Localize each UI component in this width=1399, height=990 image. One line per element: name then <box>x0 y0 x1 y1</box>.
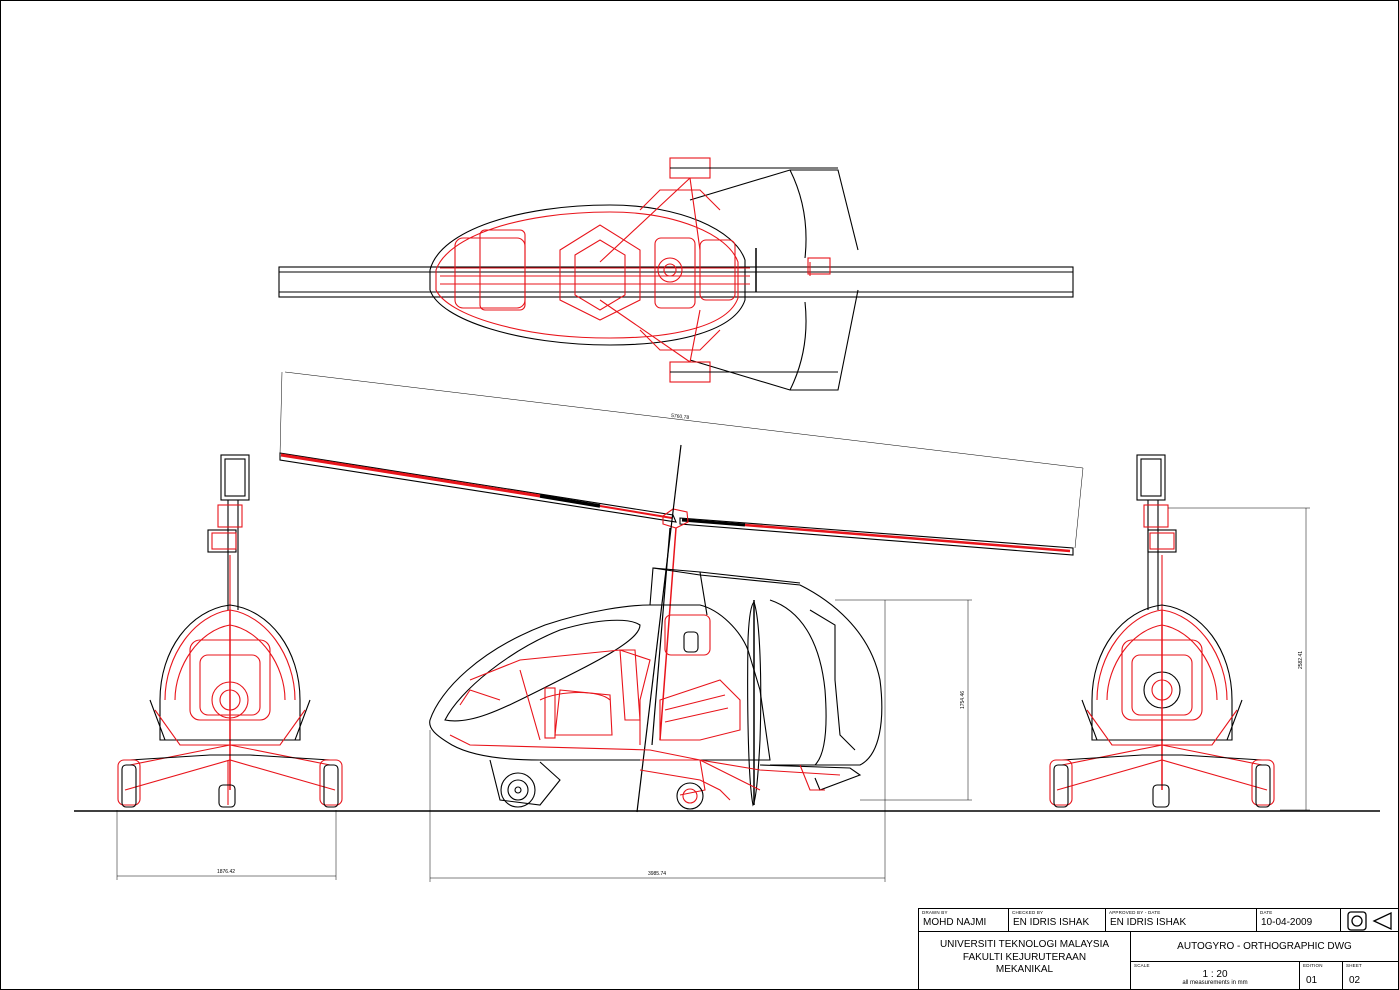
dim-rotor-span: 5760.78 <box>671 413 690 421</box>
rear-view <box>1049 454 1275 808</box>
institution-cell: UNIVERSITI TEKNOLOGI MALAYSIA FAKULTI KE… <box>918 931 1131 990</box>
sheet-label: SHEET <box>1346 963 1363 968</box>
edition-value: 01 <box>1306 975 1318 986</box>
drawing-title: AUTOGYRO - ORTHOGRAPHIC DWG <box>1177 941 1352 952</box>
nose-wheel <box>500 772 536 808</box>
top-rotor-blade <box>278 266 1074 298</box>
main-wheel <box>676 782 704 810</box>
scale-note: all measurements in mm <box>1182 980 1248 986</box>
checked-by-cell: CHECKED BY EN IDRIS ISHAK <box>1008 908 1106 932</box>
top-fuselage <box>429 204 746 346</box>
edition-label: EDITION <box>1303 963 1323 968</box>
approved-by-cell: APPROVED BY - DATE EN IDRIS ISHAK <box>1105 908 1257 932</box>
dimension-lines <box>116 371 1310 882</box>
approved-by-label: APPROVED BY - DATE <box>1109 910 1161 915</box>
checked-by-value: EN IDRIS ISHAK <box>1013 917 1090 928</box>
scale-value: 1 : 20 <box>1202 969 1228 980</box>
dim-overall-height: 2582.41 <box>1298 651 1304 669</box>
title-block: DRAWN BY MOHD NAJMI CHECKED BY EN IDRIS … <box>918 908 1399 990</box>
side-fuselage <box>429 604 771 761</box>
scale-cell: SCALE 1 : 20 all measurements in mm <box>1130 961 1300 990</box>
institution-line-1: UNIVERSITI TEKNOLOGI MALAYSIA <box>939 939 1110 950</box>
top-view <box>278 157 1074 391</box>
dim-front-track: 1876.42 <box>217 869 235 875</box>
front-view <box>117 454 343 808</box>
drawn-by-value: MOHD NAJMI <box>923 917 987 928</box>
projection-symbol-cell <box>1340 908 1399 932</box>
dim-overall-length: 3985.74 <box>648 871 666 877</box>
sheet-cell: SHEET 02 <box>1342 961 1399 990</box>
side-rotor-blade <box>279 452 1074 556</box>
side-view <box>279 444 1074 813</box>
drawn-by-cell: DRAWN BY MOHD NAJMI <box>918 908 1009 932</box>
checked-by-label: CHECKED BY <box>1012 910 1044 915</box>
edition-cell: EDITION 01 <box>1299 961 1343 990</box>
date-label: DATE <box>1260 910 1273 915</box>
sheet-value: 02 <box>1349 975 1361 986</box>
dim-cabin-height: 1754.46 <box>960 691 966 709</box>
institution-line-2: FAKULTI KEJURUTERAAN <box>962 952 1087 963</box>
drawn-by-label: DRAWN BY <box>922 910 948 915</box>
third-angle-projection-icon <box>1347 911 1392 931</box>
date-cell: DATE 10-04-2009 <box>1256 908 1341 932</box>
front-view-rotor-head <box>220 454 250 501</box>
date-value: 10-04-2009 <box>1261 917 1313 928</box>
approved-by-value: EN IDRIS ISHAK <box>1110 917 1187 928</box>
rear-view-rotor-head <box>1136 454 1166 501</box>
institution-line-3: MEKANIKAL <box>995 964 1054 975</box>
scale-label: SCALE <box>1134 963 1150 968</box>
drawing-title-cell: AUTOGYRO - ORTHOGRAPHIC DWG <box>1130 931 1399 962</box>
